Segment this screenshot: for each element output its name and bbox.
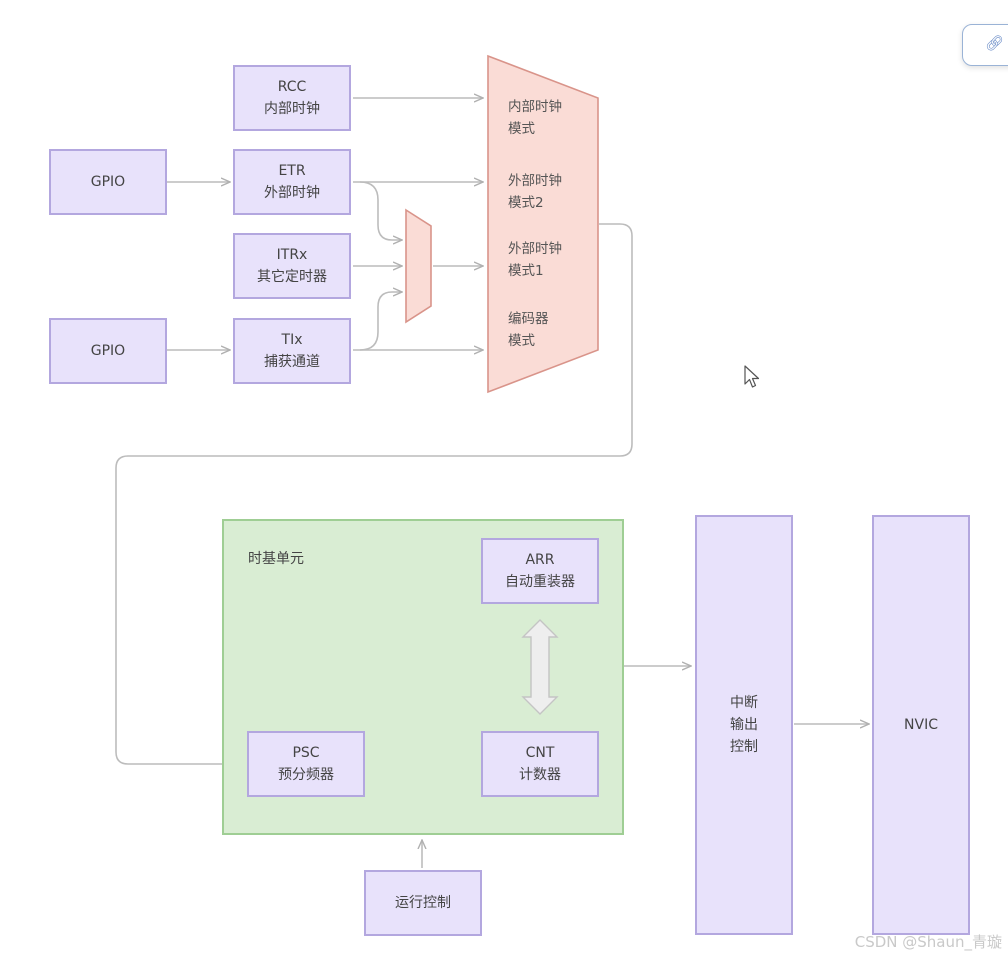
gpio-box-tix: GPIO (49, 318, 167, 384)
wire-mux-to-psc (115, 223, 633, 764)
mux-mode-internal: 内部时钟模式 (508, 99, 562, 137)
interrupt-output-control-box: 中断 输出 控制 (695, 515, 793, 935)
mux-mode-external-2: 外部时钟模式2 (508, 173, 562, 211)
mux-mode-encoder: 编码器模式 (508, 311, 549, 349)
nvic-box: NVIC (872, 515, 970, 935)
link-button[interactable]: 🔗︎ (962, 24, 1008, 66)
time-base-unit-title: 时基单元 (248, 551, 304, 567)
mouse-cursor-icon (744, 365, 760, 388)
run-control-box: 运行控制 (364, 870, 482, 936)
watermark: CSDN @Shaun_青璇 (854, 933, 1002, 951)
gpio-box-etr: GPIO (49, 149, 167, 215)
mux-mode-external-1: 外部时钟模式1 (508, 241, 562, 279)
wire-etr-to-small-mux (359, 181, 402, 240)
link-icon: 🔗︎ (985, 34, 1005, 52)
wire-tix-to-small-mux (359, 292, 402, 351)
